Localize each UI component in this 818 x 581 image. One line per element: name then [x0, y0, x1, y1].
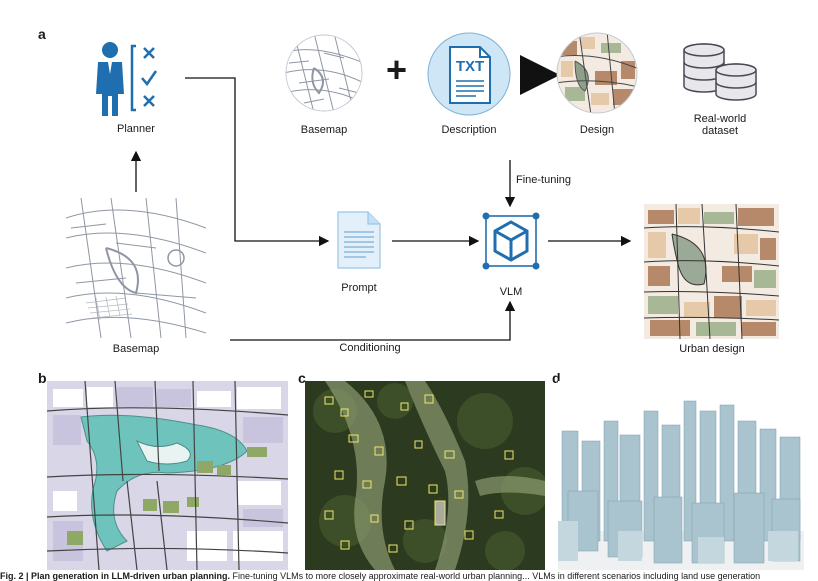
panel-d-3d-city	[558, 381, 804, 570]
caption-body: Fine-tuning VLMs to more closely approxi…	[232, 571, 761, 581]
panel-b-colored-map	[47, 381, 288, 570]
urban-design-map	[644, 204, 779, 339]
panel-label-b: b	[38, 370, 47, 386]
dataset-label: Real-world dataset	[693, 113, 747, 137]
plus-sign: +	[386, 49, 408, 90]
planner-label: Planner	[117, 123, 155, 135]
panel-c-satellite-image	[305, 381, 545, 570]
figure-caption: Fig. 2 | Plan generation in LLM-driven u…	[0, 571, 818, 581]
basemap-left-map	[66, 198, 206, 338]
arrow-conditioning	[230, 300, 516, 341]
prompt-label: Prompt	[341, 282, 377, 294]
txt-badge: TXT	[455, 58, 485, 75]
workflow-connectors	[130, 55, 632, 341]
database-icon	[683, 43, 757, 101]
panel-label-d: d	[552, 370, 561, 386]
vlm-label: VLM	[499, 286, 523, 298]
description-txt-icon	[427, 32, 511, 116]
urban-design-label: Urban design	[679, 343, 745, 355]
basemap-top-label: Basemap	[300, 124, 348, 136]
conditioning-label: Conditioning	[339, 342, 401, 354]
description-label: Description	[441, 124, 497, 136]
arrow-planner-to-prompt	[185, 77, 330, 247]
panel-label-a: a	[38, 26, 46, 42]
panel-label-c: c	[298, 370, 306, 386]
planner-icon	[96, 42, 158, 116]
vlm-cube-icon	[482, 212, 540, 270]
fine-tuning-label: Fine-tuning	[516, 174, 572, 186]
prompt-document-icon	[337, 211, 381, 269]
caption-lead: Fig. 2 | Plan generation in LLM-driven u…	[0, 571, 231, 581]
basemap-circle-map	[285, 34, 363, 112]
design-circle-map	[556, 32, 638, 114]
design-label: Design	[579, 124, 615, 136]
basemap-left-label: Basemap	[112, 343, 160, 355]
